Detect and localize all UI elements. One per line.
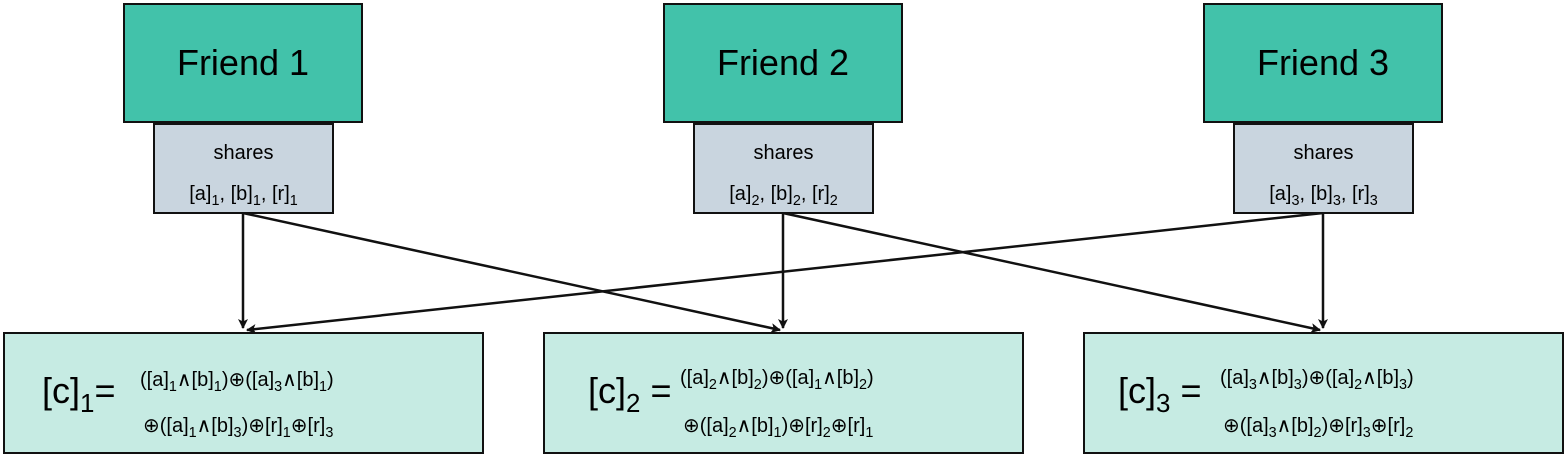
- arrow-friend2-to-c3: [782, 211, 1321, 333]
- friend-2-shares-values: [a]2, [b]2, [r]2: [729, 183, 838, 210]
- result-c3-lhs: [c]3 =: [1118, 370, 1202, 419]
- result-c1-expr-line1: ([a]1∧[b]1)⊕([a]3∧[b]1): [140, 369, 334, 396]
- result-c1-lhs: [c]1=: [42, 370, 116, 419]
- result-c2-expr-line2: ⊕([a]2∧[b]1)⊕[r]2⊕[r]1: [683, 415, 874, 442]
- arrow-friend3-to-c1: [246, 211, 1324, 334]
- result-c2-lhs: [c]2 =: [588, 370, 672, 419]
- friend-3-shares-values: [a]3, [b]3, [r]3: [1269, 183, 1378, 210]
- result-c2-box: [c]2 = ([a]2∧[b]2)⊕([a]1∧[b]2) ⊕([a]2∧[b…: [543, 332, 1024, 454]
- friend-1-shares-values: [a]1, [b]1, [r]1: [189, 183, 298, 210]
- friend-3-shares-title: shares: [1293, 142, 1354, 164]
- result-c1-expr-line2: ⊕([a]1∧[b]3)⊕[r]1⊕[r]3: [143, 415, 334, 442]
- result-c1-box: [c]1= ([a]1∧[b]1)⊕([a]3∧[b]1) ⊕([a]1∧[b]…: [3, 332, 484, 454]
- friend-2-box: Friend 2: [663, 3, 903, 123]
- friend-2-shares-title: shares: [753, 142, 814, 164]
- friend-3-label: Friend 3: [1256, 42, 1390, 83]
- arrow-friend1-to-c2: [242, 211, 781, 333]
- friend-2-label: Friend 2: [716, 42, 850, 83]
- friend-1-shares-title: shares: [213, 142, 274, 164]
- result-c3-box: [c]3 = ([a]3∧[b]3)⊕([a]2∧[b]3) ⊕([a]3∧[b…: [1083, 332, 1564, 454]
- friend-1-box: Friend 1: [123, 3, 363, 123]
- friend-1-shares-box: shares [a]1, [b]1, [r]1: [153, 123, 334, 214]
- friend-2-shares-box: shares [a]2, [b]2, [r]2: [693, 123, 874, 214]
- result-c3-expr-line1: ([a]3∧[b]3)⊕([a]2∧[b]3): [1220, 367, 1414, 394]
- result-c2-expr-line1: ([a]2∧[b]2)⊕([a]1∧[b]2): [680, 367, 874, 394]
- friend-3-shares-box: shares [a]3, [b]3, [r]3: [1233, 123, 1414, 214]
- friend-3-box: Friend 3: [1203, 3, 1443, 123]
- result-c3-expr-line2: ⊕([a]3∧[b]2)⊕[r]3⊕[r]2: [1223, 415, 1414, 442]
- friend-1-label: Friend 1: [176, 42, 310, 83]
